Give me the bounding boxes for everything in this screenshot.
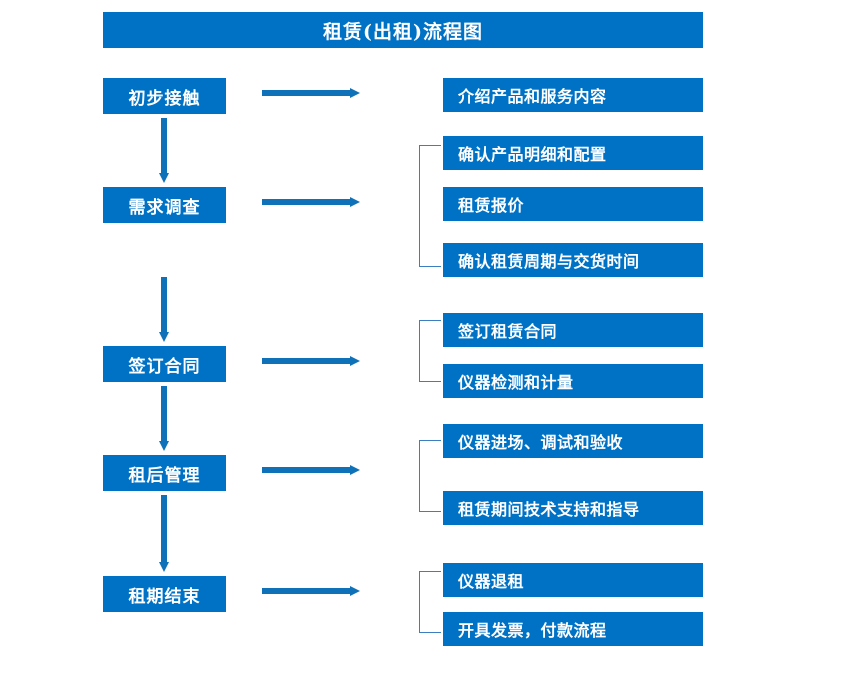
arrow-stem <box>262 588 350 594</box>
detail-box-4-2[interactable]: 租赁期间技术支持和指导 <box>443 491 703 525</box>
arrow-head <box>159 173 169 183</box>
right-arrow-icon-1 <box>262 88 360 98</box>
arrow-stem <box>262 199 350 205</box>
diagram-title: 租赁(出租)流程图 <box>103 12 703 48</box>
down-arrow-icon-1 <box>159 118 169 183</box>
arrow-head <box>350 465 360 475</box>
down-arrow-icon-4 <box>159 495 169 572</box>
right-arrow-icon-2 <box>262 197 360 207</box>
detail-box-3-1[interactable]: 签订租赁合同 <box>443 313 703 347</box>
arrow-stem <box>262 467 350 473</box>
stage-box-租后管理[interactable]: 租后管理 <box>103 455 226 491</box>
arrow-stem <box>161 118 167 174</box>
stage-box-签订合同[interactable]: 签订合同 <box>103 346 226 382</box>
arrow-stem <box>262 90 350 96</box>
detail-box-5-1[interactable]: 仪器退租 <box>443 563 703 597</box>
arrow-stem <box>161 277 167 333</box>
arrow-stem <box>161 495 167 563</box>
detail-box-3-2[interactable]: 仪器检测和计量 <box>443 364 703 398</box>
group-bracket-2 <box>419 145 441 267</box>
group-bracket-4 <box>419 440 441 512</box>
stage-box-需求调查[interactable]: 需求调查 <box>103 187 226 223</box>
right-arrow-icon-3 <box>262 356 360 366</box>
right-arrow-icon-4 <box>262 465 360 475</box>
group-bracket-5 <box>419 571 441 633</box>
down-arrow-icon-3 <box>159 386 169 451</box>
right-arrow-icon-5 <box>262 586 360 596</box>
stage-box-租期结束[interactable]: 租期结束 <box>103 576 226 612</box>
detail-box-1-1[interactable]: 介绍产品和服务内容 <box>443 78 703 112</box>
arrow-head <box>350 586 360 596</box>
arrow-head <box>159 562 169 572</box>
arrow-stem <box>262 358 350 364</box>
stage-box-初步接触[interactable]: 初步接触 <box>103 78 226 114</box>
detail-box-2-3[interactable]: 确认租赁周期与交货时间 <box>443 243 703 277</box>
arrow-stem <box>161 386 167 442</box>
detail-box-5-2[interactable]: 开具发票，付款流程 <box>443 612 703 646</box>
arrow-head <box>350 88 360 98</box>
detail-box-2-2[interactable]: 租赁报价 <box>443 187 703 221</box>
arrow-head <box>350 356 360 366</box>
detail-box-4-1[interactable]: 仪器进场、调试和验收 <box>443 424 703 458</box>
arrow-head <box>159 332 169 342</box>
arrow-head <box>159 441 169 451</box>
down-arrow-icon-2 <box>159 277 169 342</box>
arrow-head <box>350 197 360 207</box>
detail-box-2-1[interactable]: 确认产品明细和配置 <box>443 136 703 170</box>
group-bracket-3 <box>419 320 441 382</box>
